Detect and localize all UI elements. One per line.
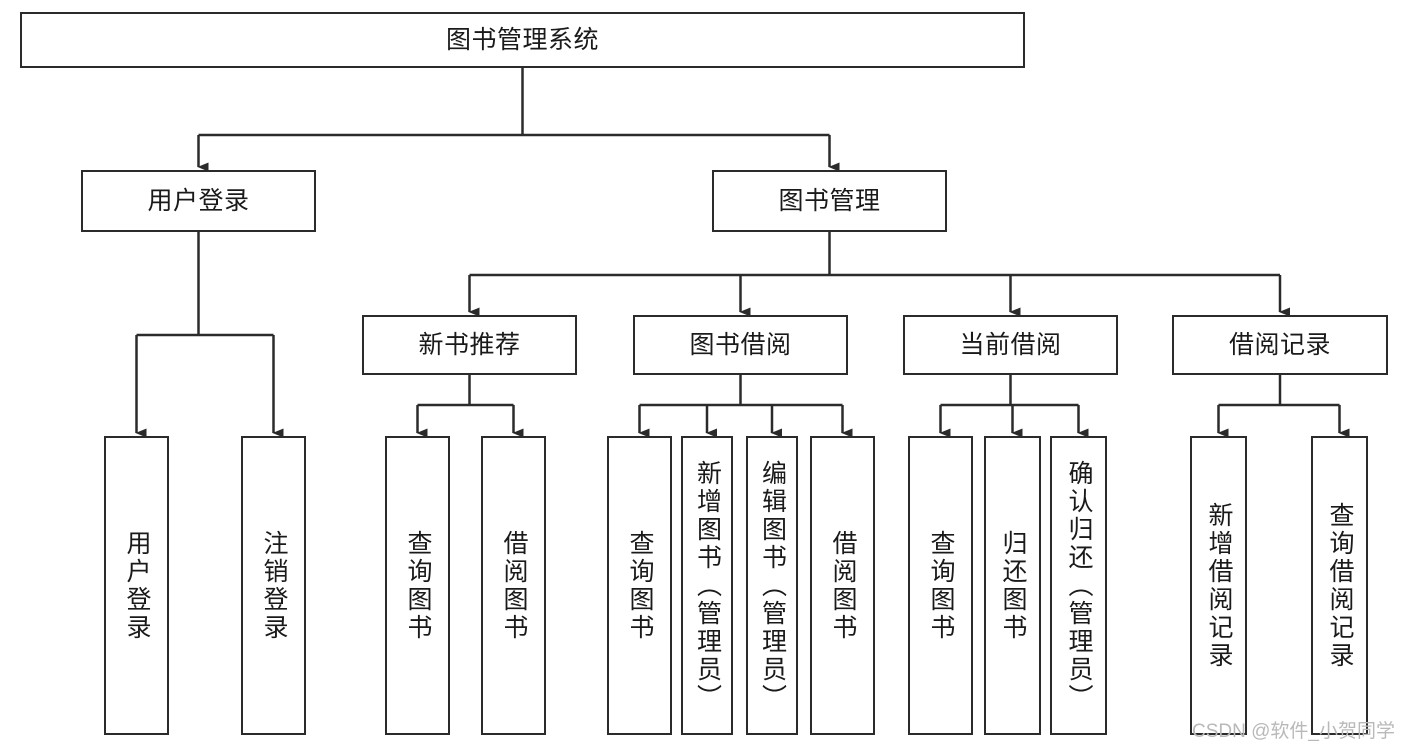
node-root[interactable]: 图书管理系统 [20,12,1025,68]
node-new-book-rec[interactable]: 新书推荐 [362,315,577,375]
node-label: 当前借阅 [959,330,1062,359]
node-label: 新增图书（管理员） [693,459,722,712]
node-user-login[interactable]: 用户登录 [81,170,316,232]
node-label: 用户登录 [147,186,250,215]
node-label: 归还图书 [999,529,1027,642]
node-leaf-cur-confirm[interactable]: 确认归还（管理员） [1050,436,1107,735]
node-label: 图书借阅 [689,330,792,359]
node-label: 借阅图书 [500,529,528,642]
node-label: 图书管理 [778,186,881,215]
node-label: 新增借阅记录 [1205,501,1233,670]
node-leaf-rec-borrow[interactable]: 借阅图书 [481,436,546,735]
node-book-manage[interactable]: 图书管理 [712,170,947,232]
node-leaf-rec-query2[interactable]: 查询借阅记录 [1311,436,1368,735]
node-borrow-record[interactable]: 借阅记录 [1172,315,1388,375]
node-leaf-borrow-query[interactable]: 查询图书 [607,436,672,735]
node-leaf-rec-add[interactable]: 新增借阅记录 [1190,436,1247,735]
node-leaf-user-logout[interactable]: 注销登录 [241,436,306,735]
node-book-borrow[interactable]: 图书借阅 [633,315,848,375]
node-label: 查询图书 [927,529,955,642]
node-leaf-borrow-add[interactable]: 新增图书（管理员） [681,436,733,735]
node-leaf-rec-query[interactable]: 查询图书 [385,436,450,735]
node-label: 借阅记录 [1228,330,1331,359]
node-label: 注销登录 [260,529,288,642]
node-label: 查询图书 [626,529,654,642]
node-label: 图书管理系统 [445,25,599,54]
node-leaf-borrow-edit[interactable]: 编辑图书（管理员） [746,436,798,735]
node-label: 查询借阅记录 [1326,501,1354,670]
node-leaf-borrow-lend[interactable]: 借阅图书 [810,436,875,735]
node-current-borrow[interactable]: 当前借阅 [903,315,1118,375]
watermark: CSDN @软件_小贺同学 [1192,721,1395,742]
node-label: 查询图书 [404,529,432,642]
node-label: 借阅图书 [829,529,857,642]
node-leaf-cur-return[interactable]: 归还图书 [984,436,1041,735]
node-label: 确认归还（管理员） [1065,459,1093,712]
edge-group [135,68,1350,438]
node-label: 用户登录 [123,529,151,642]
node-leaf-cur-query[interactable]: 查询图书 [908,436,973,735]
node-label: 编辑图书（管理员） [758,459,787,712]
node-label: 新书推荐 [418,330,521,359]
node-leaf-user-login[interactable]: 用户登录 [104,436,169,735]
